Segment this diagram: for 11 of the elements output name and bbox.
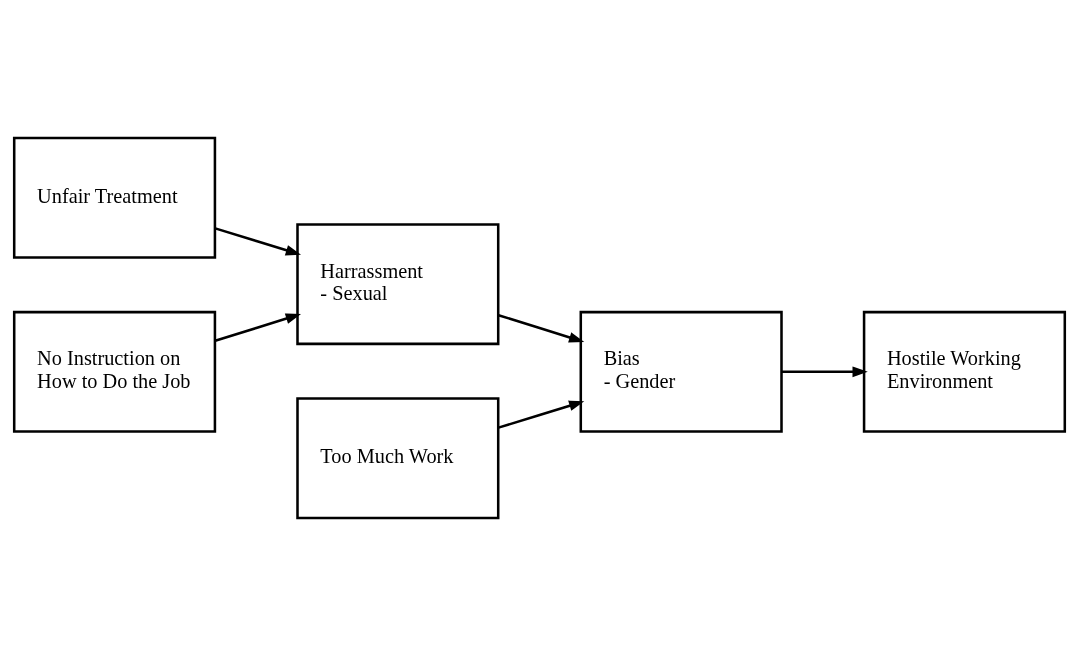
node-box: Unfair Treatment bbox=[12, 136, 217, 259]
node-box: Hostile Working Environment bbox=[862, 310, 1067, 433]
node-box: Harrassment - Sexual bbox=[296, 223, 500, 346]
node-box: Too Much Work bbox=[296, 397, 500, 520]
arrow bbox=[498, 313, 585, 343]
arrow bbox=[498, 400, 585, 429]
arrow bbox=[214, 313, 301, 343]
arrow bbox=[781, 366, 868, 378]
node-box: No Instruction on How to Do the Job bbox=[12, 310, 217, 433]
node-box: Bias - Gender bbox=[579, 310, 783, 433]
arrow bbox=[214, 227, 301, 256]
